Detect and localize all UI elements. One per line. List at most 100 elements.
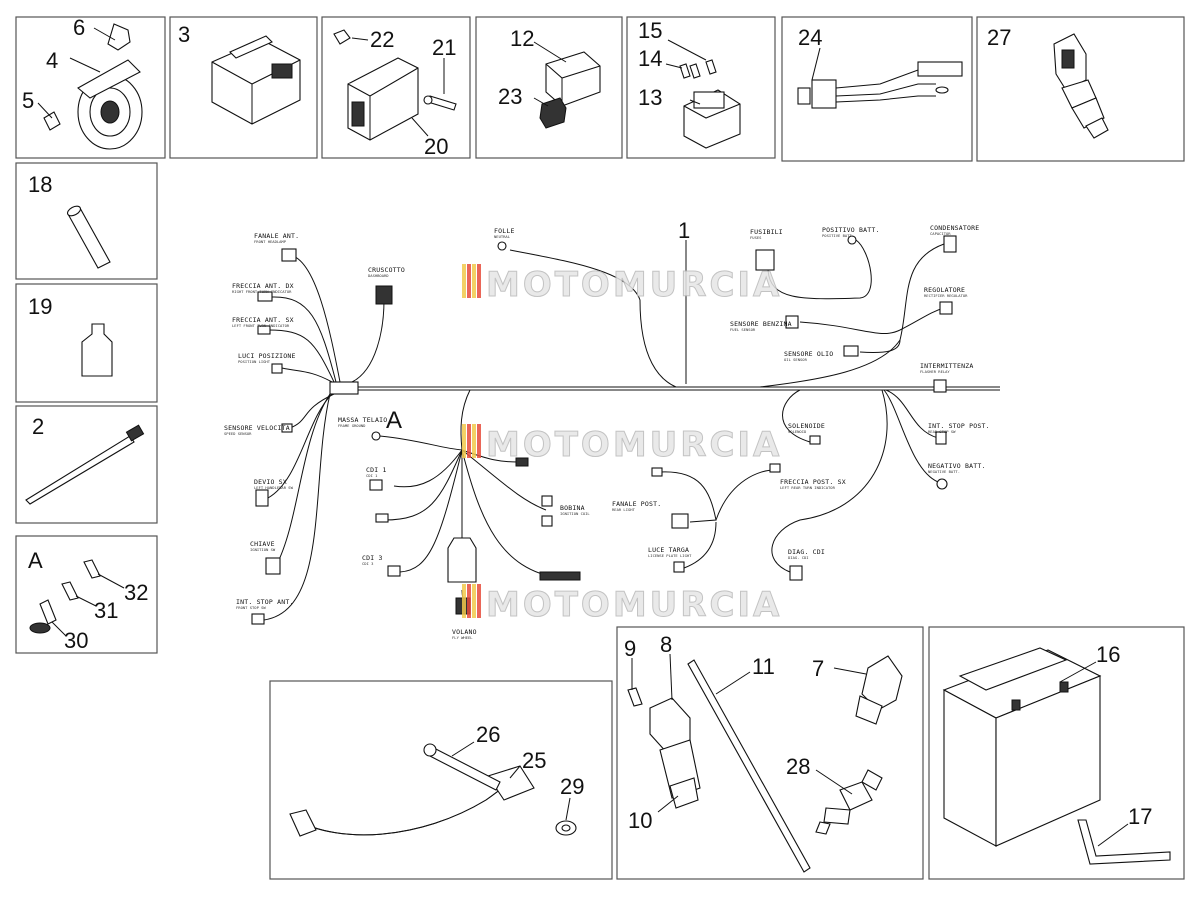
spark-plug-icon (815, 769, 883, 835)
vent-hose-icon (1077, 819, 1171, 865)
svg-text:POSITIVE BATT.: POSITIVE BATT. (822, 233, 854, 238)
label-cdi1: CDI 1 (366, 466, 387, 474)
callout-4: 4 (46, 48, 58, 73)
callout-9: 9 (624, 636, 636, 661)
svg-text:NEGATIVE BATT.: NEGATIVE BATT. (928, 469, 960, 474)
callout-12: 12 (510, 26, 534, 51)
spark-plug-cap-icon (855, 655, 903, 725)
svg-text:REAR STOP SW: REAR STOP SW (928, 429, 956, 434)
part-box-sensor-25: 26 25 29 (269, 680, 613, 880)
part-box-grommet-18: 18 (15, 162, 158, 280)
label-freccia-ant-dx: FRECCIA ANT. DX (232, 282, 294, 290)
watermark-group: MOTOMURCIA MOTOMURCIA MOTOMURCIA (462, 264, 782, 626)
callout-3: 3 (178, 22, 190, 47)
watermark-1: MOTOMURCIA (486, 265, 782, 305)
callout-23: 23 (498, 84, 522, 109)
svg-text:NEUTRAL: NEUTRAL (494, 234, 511, 239)
part-box-bottle-19: 19 (15, 283, 158, 403)
label-fanale-ant: FANALE ANT. (254, 232, 299, 240)
label-sensore-olio: SENSORE OLIO (784, 350, 833, 358)
screw-icon (29, 559, 101, 634)
speed-sensor-icon (289, 743, 577, 837)
svg-text:LICENSE PLATE LIGHT: LICENSE PLATE LIGHT (648, 553, 692, 558)
label-devio-sx: DEVIO SX (254, 478, 287, 486)
callout-25: 25 (522, 748, 546, 773)
battery-icon (942, 647, 1102, 847)
svg-text:FLY WHEEL: FLY WHEEL (452, 635, 473, 640)
svg-text:CDI 3: CDI 3 (362, 561, 373, 566)
wiring-adapter-icon (797, 61, 963, 109)
part-box-cable-24: 24 (781, 16, 973, 162)
label-cruscotto: CRUSCOTTO (368, 266, 405, 274)
label-bobina: BOBINA (560, 504, 585, 512)
callout-14: 14 (638, 46, 662, 71)
part-box-ignition: 9 8 11 7 28 10 (616, 626, 924, 880)
watermark-logo-icon (462, 264, 481, 618)
grommet-icon (66, 205, 111, 269)
svg-text:RIGHT FRONT TURN INDICATOR: RIGHT FRONT TURN INDICATOR (232, 289, 292, 294)
svg-text:IGNITION COIL: IGNITION COIL (560, 511, 590, 516)
part-box-relay-12: 12 23 (475, 16, 623, 159)
callout-15: 15 (638, 18, 662, 43)
svg-text:LEFT REAR TURN INDICATOR: LEFT REAR TURN INDICATOR (780, 485, 836, 490)
label-positivo-batt: POSITIVO BATT. (822, 226, 880, 234)
label-solenoide: SOLENOIDE (788, 422, 825, 430)
callout-26: 26 (476, 722, 500, 747)
svg-text:LEFT HANDLEBAR SW: LEFT HANDLEBAR SW (254, 485, 294, 490)
regulator-icon (333, 29, 457, 141)
svg-text:CDI 1: CDI 1 (366, 473, 378, 478)
callout-17: 17 (1128, 804, 1152, 829)
svg-text:POSITION LIGHT: POSITION LIGHT (238, 359, 271, 364)
label-fanale-post: FANALE POST. (612, 500, 661, 508)
control-unit-icon (211, 35, 301, 125)
part-box-tie-2: 2 (15, 405, 158, 524)
sensor-icon (1053, 33, 1109, 139)
callout-6: 6 (73, 15, 85, 40)
svg-text:DASHBOARD: DASHBOARD (368, 273, 389, 278)
horn-icon (43, 23, 143, 150)
svg-text:LEFT FRONT TURN INDICATOR: LEFT FRONT TURN INDICATOR (232, 323, 290, 328)
label-condensatore: CONDENSATORE (930, 224, 979, 232)
relay-icon (539, 51, 601, 129)
label-sensore-benzina: SENSORE BENZINA (730, 320, 792, 328)
callout-8: 8 (660, 632, 672, 657)
part-box-battery: 16 17 (928, 626, 1185, 880)
label-fusibili: FUSIBILI (750, 228, 783, 236)
callout-31: 31 (94, 598, 118, 623)
svg-text:FUEL SENSOR: FUEL SENSOR (730, 327, 756, 332)
label-volano: VOLANO (452, 628, 477, 636)
label-chiave: CHIAVE (250, 540, 275, 548)
label-negativo-batt: NEGATIVO BATT. (928, 462, 986, 470)
harness-point-A: A (386, 407, 402, 434)
label-int-stop-ant: INT. STOP ANT. (236, 598, 294, 606)
svg-text:CAPACITOR: CAPACITOR (930, 231, 951, 236)
part-box-regulator: 22 21 20 (321, 16, 471, 159)
svg-text:FLASHER RELAY: FLASHER RELAY (920, 369, 950, 374)
svg-text:FRAME GROUND: FRAME GROUND (338, 423, 366, 428)
svg-text:DIAG. CDI: DIAG. CDI (788, 555, 809, 560)
label-luce-targa: LUCE TARGA (648, 546, 689, 554)
part-box-sensor-27: 27 (976, 16, 1185, 162)
label-luci-posizione: LUCI POSIZIONE (238, 352, 296, 360)
label-diag-cdi: DIAG. CDI (788, 548, 825, 556)
harness-junction (329, 381, 359, 395)
callout-1: 1 (678, 218, 690, 243)
svg-text:FRONT STOP SW: FRONT STOP SW (236, 605, 266, 610)
harness-labels: FANALE ANT. FRONT HEADLAMP FRECCIA ANT. … (224, 224, 990, 640)
svg-text:REAR LIGHT: REAR LIGHT (612, 507, 636, 512)
callout-7: 7 (812, 656, 824, 681)
svg-text:SPEED SENSOR: SPEED SENSOR (224, 431, 252, 436)
callout-13: 13 (638, 85, 662, 110)
callout-21: 21 (432, 35, 456, 60)
callout-22: 22 (370, 27, 394, 52)
watermark-2: MOTOMURCIA (486, 425, 782, 465)
svg-text:OIL SENSOR: OIL SENSOR (784, 357, 808, 362)
part-box-kit-A: A 32 31 30 (15, 535, 158, 654)
callout-18: 18 (28, 172, 52, 197)
bottle-icon (81, 323, 113, 377)
callout-20: 20 (424, 134, 448, 159)
wiring-harness (251, 235, 1000, 625)
svg-text:IGNITION SW: IGNITION SW (250, 547, 276, 552)
svg-text:RECTIFIER REGULATOR: RECTIFIER REGULATOR (924, 293, 968, 298)
